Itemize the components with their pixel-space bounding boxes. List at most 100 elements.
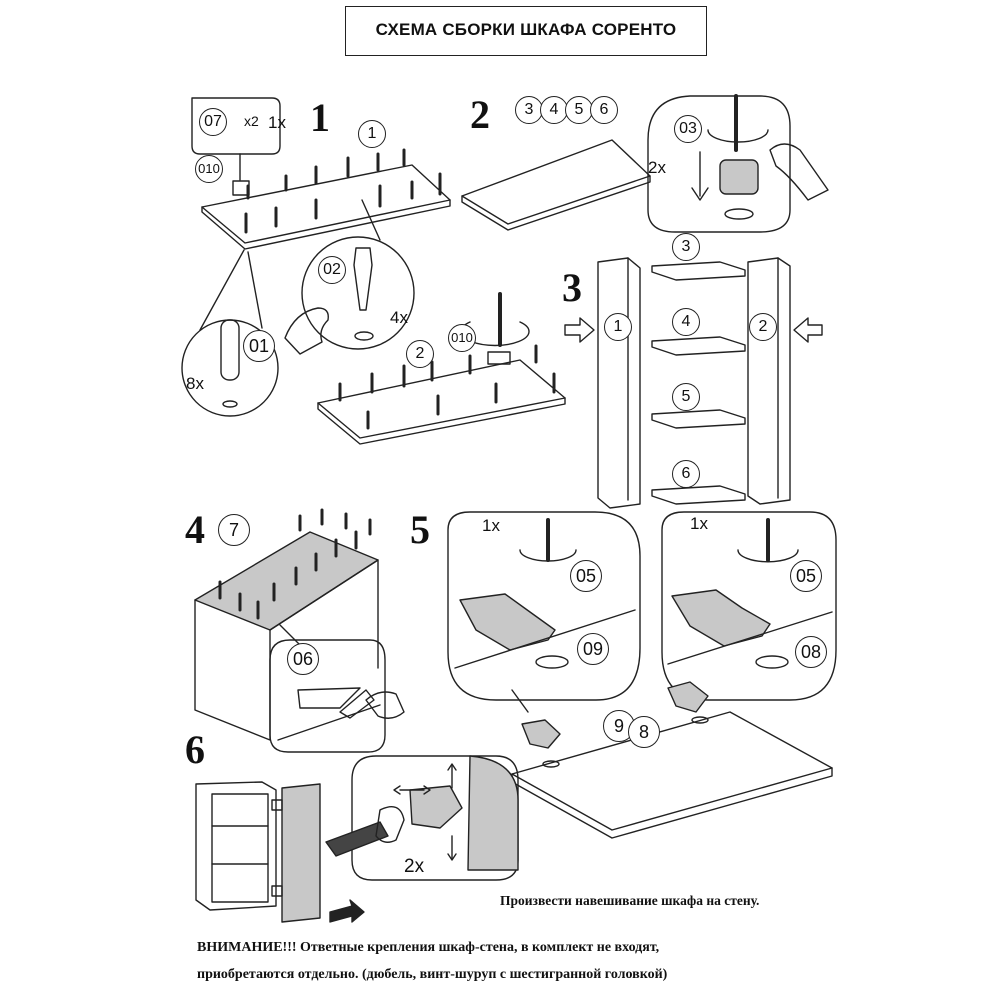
fixing-leader xyxy=(361,199,381,241)
warning-line-1: ВНИМАНИЕ!!! Ответные крепления шкаф-стен… xyxy=(197,940,660,955)
rotation-arrow-2 xyxy=(707,129,769,143)
label-07: 07 xyxy=(199,108,227,136)
hand-3 xyxy=(375,806,405,843)
mult-1x-step5a: 1x xyxy=(482,516,500,535)
cam-lock xyxy=(719,159,759,195)
step-number-1: 1 xyxy=(310,95,330,140)
label-05-b: 05 xyxy=(790,560,822,592)
dowel-part xyxy=(220,319,240,381)
panel-line xyxy=(277,704,381,741)
label-2-b: 2 xyxy=(749,313,777,341)
label-010-b: 010 xyxy=(448,324,476,352)
diagram-title: СХЕМА СБОРКИ ШКАФА СОРЕНТО xyxy=(375,20,677,39)
step6-panel xyxy=(195,755,519,923)
label-1-b: 1 xyxy=(604,313,632,341)
eccentric-pin xyxy=(353,247,373,311)
dowels-bottom xyxy=(338,344,556,430)
dowel-hole xyxy=(222,400,238,408)
label-010-a: 010 xyxy=(195,155,223,183)
label-01: 01 xyxy=(243,330,275,362)
arrow-left-in xyxy=(564,317,595,343)
label-6-a: 6 xyxy=(590,96,618,124)
step-number-2: 2 xyxy=(470,92,490,137)
hinge-top xyxy=(271,799,283,811)
title-box: СХЕМА СБОРКИ ШКАФА СОРЕНТО xyxy=(345,6,707,56)
hinge-bottom xyxy=(271,885,283,897)
side-panel-face xyxy=(461,139,651,225)
bottom-panel-face xyxy=(317,359,566,439)
hand-1 xyxy=(284,307,329,355)
step5-panel xyxy=(447,511,837,839)
cam-block xyxy=(232,180,250,196)
step1-panel xyxy=(181,97,566,445)
mult-1x-step1: 1x xyxy=(268,113,286,132)
label-09: 09 xyxy=(577,633,609,665)
nail-leader xyxy=(279,624,301,646)
label-4-a: 4 xyxy=(540,96,568,124)
step-number-6: 6 xyxy=(185,727,205,772)
dowels-top xyxy=(244,148,442,234)
step2-panel xyxy=(461,94,829,233)
left-side-panel xyxy=(597,257,641,509)
label-1-a: 1 xyxy=(358,120,386,148)
mult-1x-step5b: 1x xyxy=(690,514,708,533)
fixing-callout-circle xyxy=(301,236,415,350)
dowel-leader-b xyxy=(247,251,263,329)
mult-2x-step2: 2x xyxy=(648,158,666,177)
hinge-b xyxy=(671,589,771,647)
label-05-a: 05 xyxy=(570,560,602,592)
nail-callout-bubble xyxy=(269,639,386,753)
hammer-head xyxy=(339,689,375,719)
label-5-b: 5 xyxy=(672,383,700,411)
hinge-adjust xyxy=(409,785,463,829)
pin-hole xyxy=(354,331,374,341)
label-06: 06 xyxy=(287,643,319,675)
step-number-4: 4 xyxy=(185,507,205,552)
mult-x2: x2 xyxy=(244,113,259,129)
arrow-right-in xyxy=(793,317,823,343)
label-6-b: 6 xyxy=(672,460,700,488)
carcass-right xyxy=(269,559,379,669)
step-number-3: 3 xyxy=(562,265,582,310)
back-panel xyxy=(194,531,379,631)
cabinet-opening xyxy=(211,793,269,903)
right-side-panel xyxy=(747,257,791,505)
dowel-leader-a xyxy=(199,249,245,331)
hinge-callout-a xyxy=(447,511,641,701)
step-number-5: 5 xyxy=(410,507,430,552)
side-panel-edge xyxy=(461,175,651,231)
shelves xyxy=(651,261,746,505)
warning-line-2: приобретаются отдельно. (дюбель, винт-шу… xyxy=(197,967,668,982)
cam-hole xyxy=(724,208,754,220)
hand-hammer xyxy=(365,691,405,719)
label-3-a: 3 xyxy=(515,96,543,124)
step4-carcass xyxy=(194,508,405,753)
top-panel-edge xyxy=(201,199,451,250)
close-arrow xyxy=(329,899,365,923)
mult-8x: 8x xyxy=(186,374,204,393)
label-03: 03 xyxy=(674,115,702,143)
screw-callout-bubble xyxy=(191,97,281,155)
label-02: 02 xyxy=(318,256,346,284)
mult-4x: 4x xyxy=(390,308,408,327)
cabinet-body xyxy=(195,781,277,911)
cabinet-door xyxy=(281,783,321,923)
dowels-step4 xyxy=(218,508,372,620)
step3-panel xyxy=(564,257,823,509)
bottom-panel-edge xyxy=(317,397,566,445)
hang-note: Произвести навешивание шкафа на стену. xyxy=(500,893,760,908)
cam-block-2 xyxy=(487,351,511,365)
door-panel-face xyxy=(511,711,833,831)
down-arrow-head xyxy=(691,187,709,201)
label-7: 7 xyxy=(218,514,250,546)
label-3-b: 3 xyxy=(672,233,700,261)
hinge-a xyxy=(459,593,556,651)
nail-board xyxy=(297,687,361,709)
hand-2 xyxy=(769,143,829,201)
mult-2x-step6: 2x xyxy=(404,856,425,877)
door-panel-edge xyxy=(511,767,833,839)
label-4-b: 4 xyxy=(672,308,700,336)
label-5-a: 5 xyxy=(565,96,593,124)
